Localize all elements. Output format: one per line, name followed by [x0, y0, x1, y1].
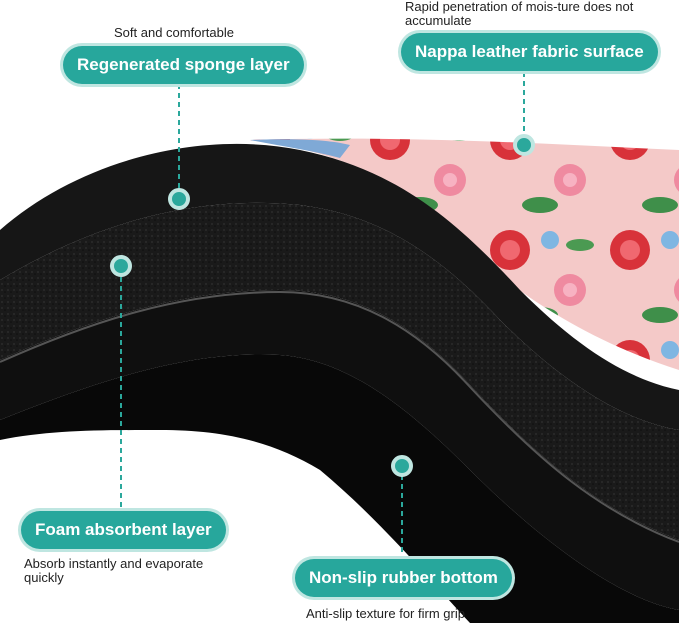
sponge-label: Regenerated sponge layer: [63, 46, 304, 84]
rubber-note: Anti-slip texture for firm grip: [306, 606, 465, 621]
nappa-surface-layer: [250, 138, 679, 370]
rubber-underside: [0, 354, 679, 623]
nappa-note: Rapid penetration of mois-ture does not …: [405, 0, 634, 28]
sponge-note: Soft and comfortable: [114, 25, 234, 40]
rubber-layer: [0, 290, 679, 610]
nappa-marker-dot: [513, 134, 535, 156]
foam-note: Absorb instantly and evaporate quickly: [24, 556, 204, 585]
foam-layer: [0, 202, 679, 540]
rubber-marker-dot: [391, 455, 413, 477]
foam-label: Foam absorbent layer: [21, 511, 226, 549]
surface-edge-blue: [250, 139, 350, 158]
sponge-layer: [0, 143, 679, 430]
nappa-label: Nappa leather fabric surface: [401, 33, 658, 71]
rubber-label: Non-slip rubber bottom: [295, 559, 512, 597]
rubber-edge-highlight: [0, 290, 679, 543]
foam-marker-dot: [110, 255, 132, 277]
sponge-marker-dot: [168, 188, 190, 210]
